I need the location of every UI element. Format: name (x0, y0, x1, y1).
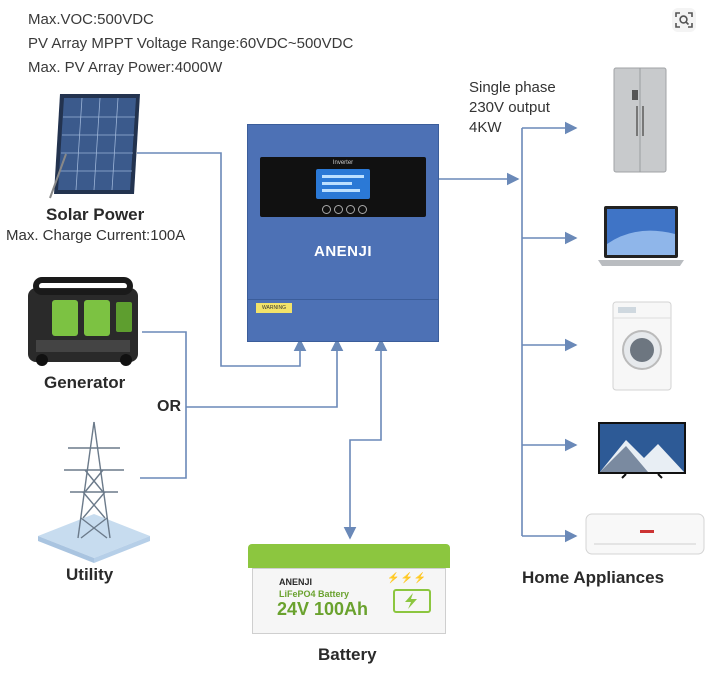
inverter-screen-title: Inverter (332, 160, 354, 166)
battery-lid (248, 544, 450, 568)
inverter-lcd-screen (316, 169, 370, 199)
inverter-display-panel: Inverter (260, 157, 426, 217)
solar-panel-icon (49, 94, 140, 199)
battery-charge-icon (393, 589, 431, 613)
battery-type: LiFePO4 Battery (279, 589, 350, 599)
spec-voc: Max.VOC:500VDC (28, 11, 154, 28)
battery-label: Battery (318, 645, 377, 664)
generator-label: Generator (44, 373, 126, 392)
output-phase: Single phase (469, 79, 556, 96)
home-appliances-label: Home Appliances (522, 568, 665, 587)
inverter-warning-label: WARNING (256, 303, 292, 313)
laptop-icon (598, 206, 684, 266)
battery-body: ANENJI LiFePO4 Battery 24V 100Ah ⚡⚡⚡ (252, 568, 446, 634)
output-power: 4KW (469, 119, 502, 136)
inverter-unit: Inverter ANENJI WARNING (247, 124, 439, 342)
spec-pv-power: Max. PV Array Power:4000W (28, 59, 223, 76)
refrigerator-icon (613, 67, 667, 173)
air-conditioner-icon (585, 513, 705, 555)
solar-charge-current: Max. Charge Current:100A (6, 227, 186, 244)
or-line (186, 338, 344, 408)
visual-search-icon[interactable] (672, 8, 696, 32)
inverter-buttons (322, 203, 367, 214)
battery-brand: ANENJI (279, 577, 313, 587)
battery-spec: 24V 100Ah (277, 599, 369, 619)
battery-line (343, 338, 388, 540)
utility-label: Utility (66, 565, 114, 584)
battery-lightning-symbols: ⚡⚡⚡ (387, 573, 428, 584)
battery-unit: ANENJI LiFePO4 Battery 24V 100Ah ⚡⚡⚡ (248, 544, 450, 634)
generator-line (140, 331, 187, 479)
generator-icon (28, 277, 138, 366)
television-icon (598, 422, 686, 479)
inverter-divider (248, 299, 438, 300)
solar-power-label: Solar Power (46, 205, 145, 224)
spec-mppt-range: PV Array MPPT Voltage Range:60VDC~500VDC (28, 35, 354, 52)
washing-machine-icon (612, 301, 672, 391)
inverter-brand-logo: ANENJI (313, 243, 372, 260)
utility-tower-icon (38, 421, 150, 563)
output-voltage: 230V output (469, 99, 550, 116)
solar-line (137, 152, 307, 367)
or-label: OR (157, 398, 181, 415)
